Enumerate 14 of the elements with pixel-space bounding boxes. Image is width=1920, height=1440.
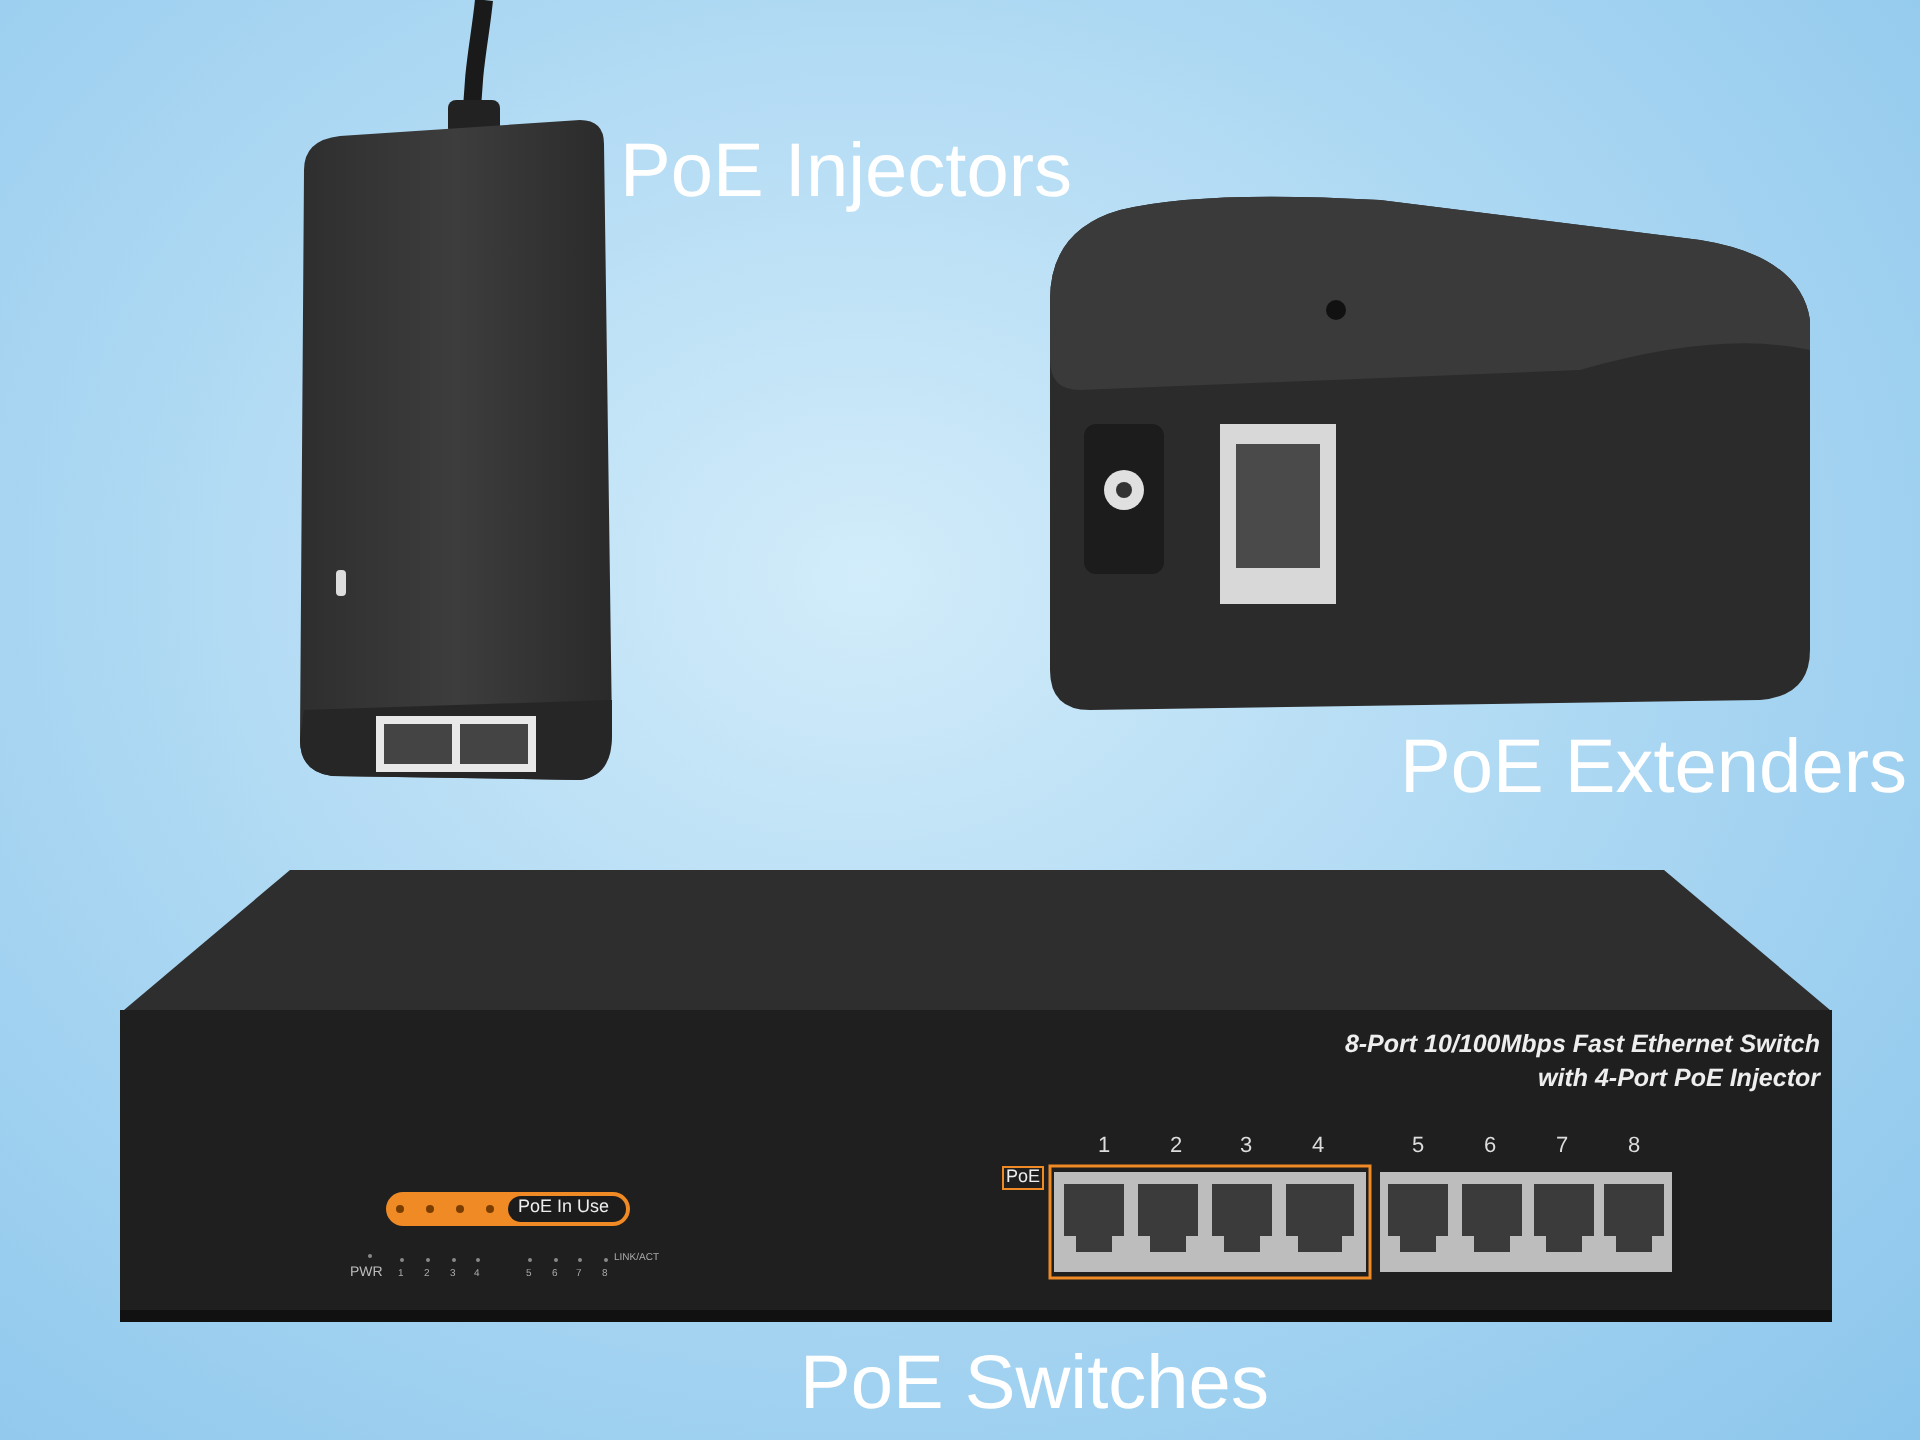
product-caption: PoE Extenders [1400, 728, 1907, 812]
port-number: 5 [1412, 1134, 1425, 1159]
port-number: 1 [1098, 1134, 1111, 1159]
product-caption: PoE Injectors [620, 132, 1072, 216]
port-number: 8 [1628, 1134, 1641, 1159]
port-number: 3 [1240, 1134, 1253, 1159]
port-number: 7 [1556, 1134, 1569, 1159]
poe-port-label: PoE [1002, 1166, 1045, 1190]
port-number: 6 [1484, 1134, 1497, 1159]
product-caption: PoE Switches [800, 1344, 1269, 1428]
port-number: 2 [1170, 1134, 1183, 1159]
model-description: 8-Port 10/100Mbps Fast Ethernet Switch with 4-Port PoE Injector [1342, 1028, 1820, 1096]
port-number: 4 [1312, 1134, 1325, 1159]
status-label: PoE In Use [518, 1198, 610, 1218]
